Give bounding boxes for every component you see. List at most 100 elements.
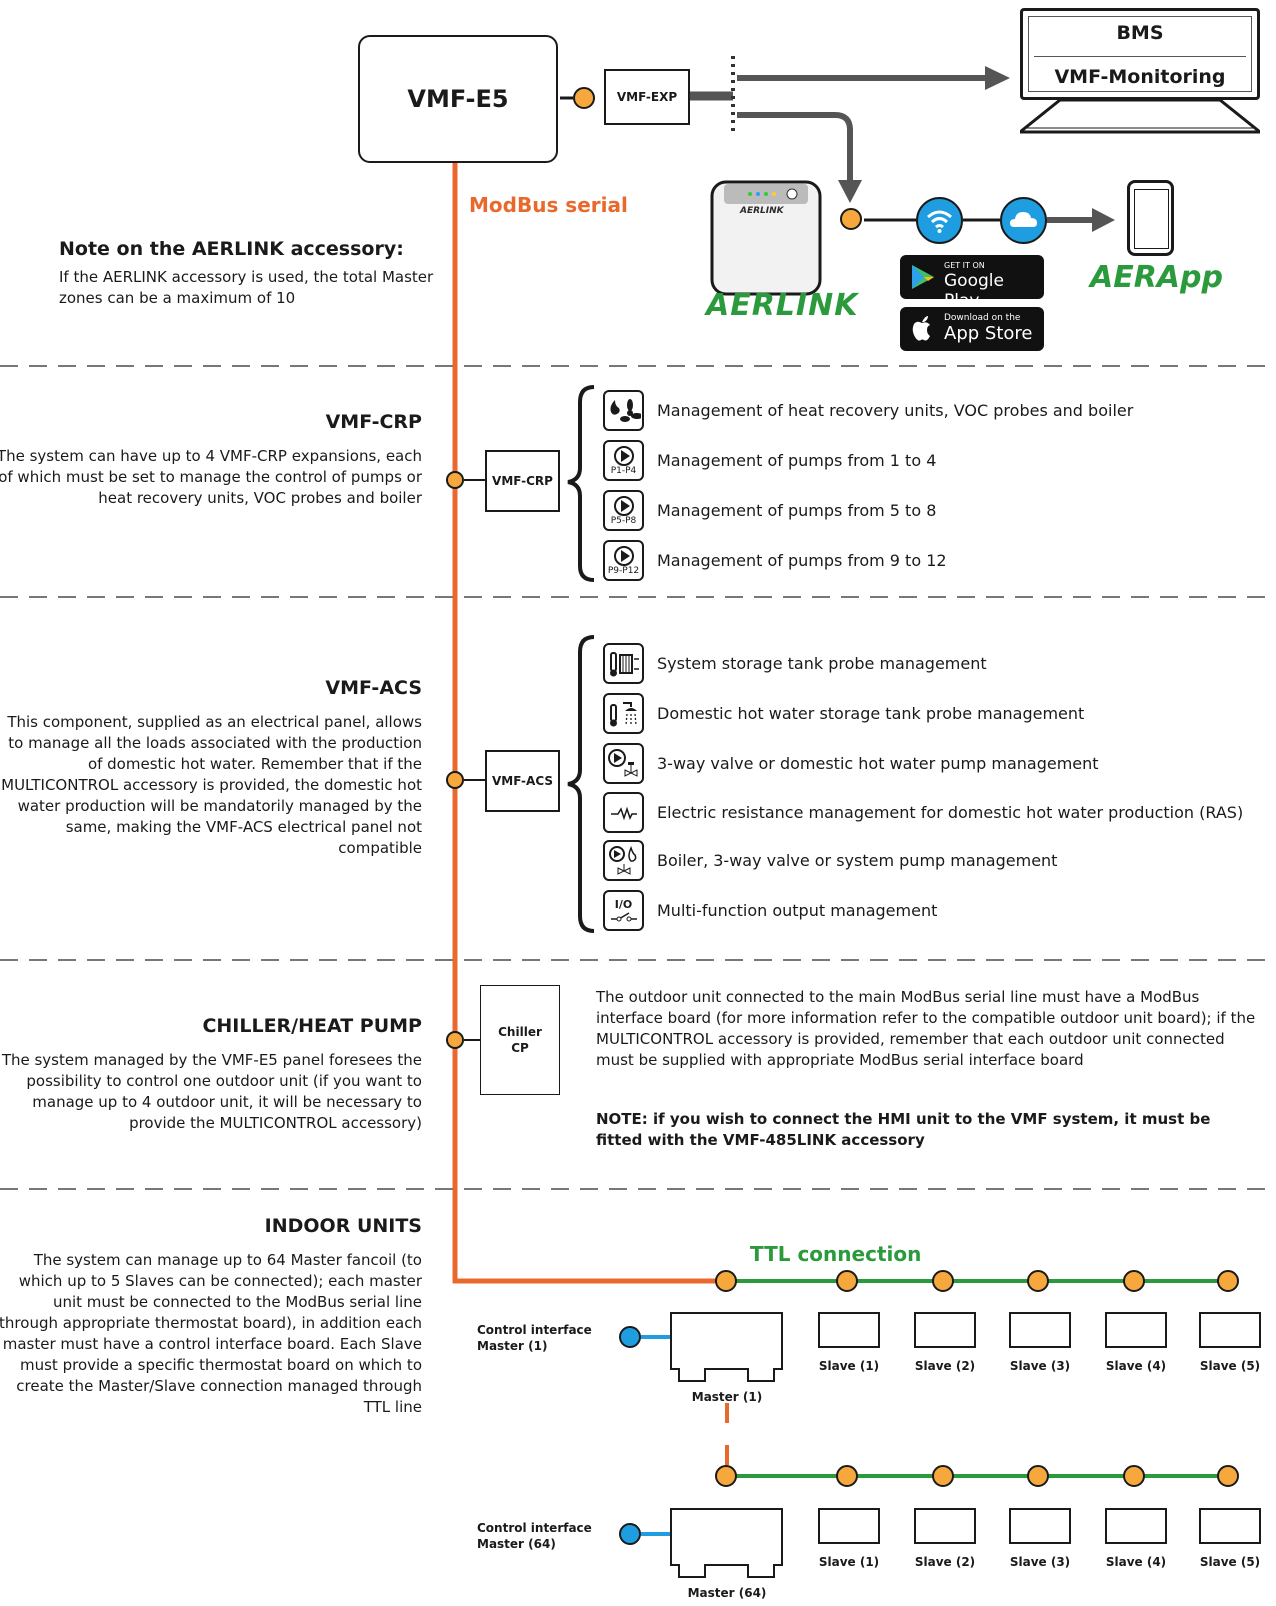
vmf-crp-box: VMF-CRP: [485, 450, 560, 512]
vmf-e5-label: VMF-E5: [407, 85, 509, 113]
master-node: [715, 1465, 737, 1487]
slave-label: Slave (3): [1009, 1555, 1071, 1569]
slave-unit: [1009, 1312, 1071, 1348]
master-label: Master (64): [687, 1586, 767, 1600]
note-text: If the AERLINK accessory is used, the to…: [59, 268, 434, 307]
master-unit: [670, 1312, 783, 1370]
slave-node: [1027, 1465, 1049, 1487]
chiller-heading: CHILLER/HEAT PUMP: [202, 1015, 422, 1037]
crp-text: The system can have up to 4 VMF-CRP expa…: [0, 447, 422, 507]
google-play-big-text: Google Play: [944, 271, 1004, 311]
acs-item-0: System storage tank probe management: [657, 654, 987, 673]
chiller-node: [446, 1031, 464, 1049]
smartphone-icon: [1127, 180, 1174, 256]
slave-node: [932, 1465, 954, 1487]
acs-item-3: Electric resistance management for domes…: [657, 803, 1244, 822]
cloud-icon: [1000, 197, 1047, 244]
aerapp-logo: AERApp: [1090, 260, 1223, 295]
ci-line1: Control interface: [477, 1521, 592, 1535]
slave-unit: [914, 1312, 976, 1348]
slave-label: Slave (5): [1199, 1359, 1261, 1373]
control-interface-label-1: Control interface Master (1): [477, 1322, 592, 1354]
acs-heading: VMF-ACS: [325, 677, 422, 699]
shower-probe-icon: [603, 693, 644, 734]
boiler-valve-icon: [603, 840, 644, 881]
crp-item-2: Management of pumps from 5 to 8: [657, 501, 937, 520]
slave-unit: [1009, 1508, 1071, 1544]
crp-node: [446, 471, 464, 489]
note-heading: Note on the AERLINK accessory:: [59, 238, 404, 260]
slave-label: Slave (4): [1105, 1555, 1167, 1569]
pump-icon-label: P5-P8: [610, 515, 637, 526]
app-store-big-text: App Store: [944, 323, 1033, 344]
crp-heading: VMF-CRP: [325, 411, 422, 433]
chiller-box: Chiller CP: [480, 985, 560, 1095]
pump-icon-label: P9-P12: [607, 565, 640, 576]
app-store-badge[interactable]: Download on the App Store: [900, 307, 1044, 351]
chiller-box-line1: Chiller: [498, 1025, 542, 1039]
acs-text: This component, supplied as an electrica…: [1, 713, 422, 857]
google-play-badge[interactable]: GET IT ON Google Play: [900, 255, 1044, 311]
bms-monitor: BMS VMF-Monitoring: [1020, 8, 1260, 134]
slave-label: Slave (2): [914, 1555, 976, 1569]
slave-label: Slave (3): [1009, 1359, 1071, 1373]
slave-label: Slave (5): [1199, 1555, 1261, 1569]
vmf-e5-panel: VMF-E5: [358, 35, 558, 163]
slave-unit: [1105, 1312, 1167, 1348]
google-play-icon: [912, 265, 934, 289]
slave-node: [836, 1465, 858, 1487]
chiller-note: NOTE: if you wish to connect the HMI uni…: [596, 1110, 1211, 1149]
acs-item-5: Multi-function output management: [657, 901, 938, 920]
vmf-acs-box: VMF-ACS: [485, 750, 560, 812]
master-node: [715, 1270, 737, 1292]
aerlink-logo: AERLINK: [706, 288, 859, 323]
master-unit: [670, 1508, 783, 1566]
io-label: I/O: [614, 898, 633, 911]
slave-unit: [1199, 1508, 1261, 1544]
crp-brace: [567, 385, 595, 582]
slave-node: [836, 1270, 858, 1292]
acs-item-2: 3-way valve or domestic hot water pump m…: [657, 754, 1099, 773]
slave-unit: [818, 1508, 880, 1544]
control-interface-node: [619, 1523, 641, 1545]
acs-brace: [567, 635, 595, 933]
aerlink-device: AERLINK: [710, 180, 822, 296]
aerlink-node: [840, 208, 862, 230]
slave-unit: [1199, 1312, 1261, 1348]
slave-node: [1027, 1270, 1049, 1292]
apple-icon: [912, 316, 930, 341]
slave-node: [1123, 1270, 1145, 1292]
wifi-icon: [916, 197, 963, 244]
slave-unit: [818, 1312, 880, 1348]
pump-icon: P9-P12: [603, 540, 644, 581]
aerlink-device-text: AERLINK: [740, 206, 784, 216]
fan-flame-icon: [603, 390, 644, 431]
crp-item-3: Management of pumps from 9 to 12: [657, 551, 947, 570]
pump-icon: P5-P8: [603, 490, 644, 531]
tank-probe-icon: [603, 643, 644, 684]
acs-node: [446, 771, 464, 789]
chiller-right-text: The outdoor unit connected to the main M…: [596, 988, 1256, 1069]
slave-node: [932, 1270, 954, 1292]
google-play-small-text: GET IT ON: [944, 261, 985, 270]
bms-label: BMS: [1116, 22, 1164, 44]
crp-item-0: Management of heat recovery units, VOC p…: [657, 401, 1134, 420]
exp-node: [573, 87, 595, 109]
vmf-acs-label: VMF-ACS: [492, 774, 553, 788]
app-store-small-text: Download on the: [944, 313, 1021, 323]
ci-line2: Master (64): [477, 1537, 556, 1551]
slave-unit: [914, 1508, 976, 1544]
pump-icon-label: P1-P4: [610, 465, 637, 476]
vmf-exp-label: VMF-EXP: [616, 90, 678, 104]
slave-label: Slave (1): [818, 1359, 880, 1373]
io-switch-icon: I/O: [603, 890, 644, 931]
ttl-connection-label: TTL connection: [750, 1242, 922, 1266]
chiller-text: The system managed by the VMF-E5 panel f…: [1, 1051, 422, 1132]
control-interface-node: [619, 1326, 641, 1348]
pump-icon: P1-P4: [603, 440, 644, 481]
resistance-icon: [603, 792, 644, 833]
control-interface-label-64: Control interface Master (64): [477, 1520, 592, 1552]
vmf-monitoring-label: VMF-Monitoring: [1054, 66, 1226, 88]
ci-line1: Control interface: [477, 1323, 592, 1337]
